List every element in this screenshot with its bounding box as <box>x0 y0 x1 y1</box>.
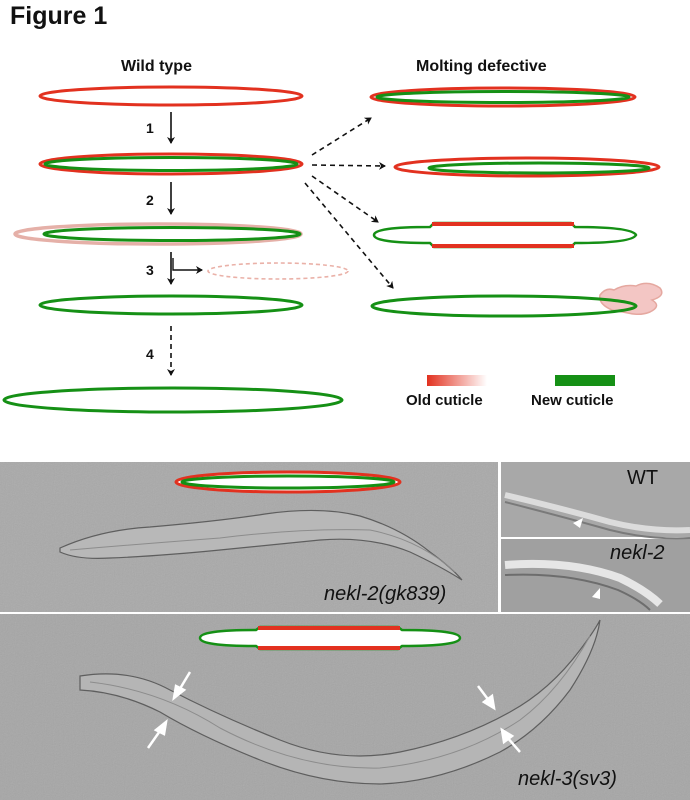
defect-4-shed-remnant <box>599 282 663 316</box>
worm-top-gut <box>69 529 456 573</box>
inset-nekl2-arrowhead <box>592 588 600 599</box>
wt-new-cuticle <box>38 294 304 316</box>
inset-wt-arrowhead <box>573 518 583 528</box>
inset-nekl2-label: nekl-2 <box>610 542 665 564</box>
wt-double-cuticle-inner <box>43 156 299 172</box>
wt-old-cuticle <box>38 85 304 107</box>
micro-top-schematic-new <box>180 474 396 490</box>
defect-3-new <box>372 221 638 249</box>
legend-old-swatch <box>427 375 487 386</box>
inset-nekl2-cuticle <box>504 559 663 607</box>
micrograph-bottom-label: nekl-3(sv3) <box>518 768 617 790</box>
defective-arrows <box>304 117 394 289</box>
worm-top <box>59 509 463 581</box>
molting-defective-heading: Molting defective <box>416 58 547 75</box>
micrograph-top-label: nekl-2(gk839) <box>324 583 447 605</box>
shed-old-cuticle <box>207 262 349 280</box>
legend-new-swatch <box>555 375 615 386</box>
defect-2-old <box>393 156 661 178</box>
worm-bottom-gut <box>89 635 591 769</box>
defect-1-new <box>375 90 631 104</box>
inset-wt-label: WT <box>627 467 659 489</box>
inset-nekl2-edge <box>504 573 651 611</box>
step-4-label: 4 <box>146 346 154 362</box>
inset-wt-edge <box>504 501 690 540</box>
step-2-label: 2 <box>146 192 154 208</box>
defect-1-old <box>369 86 637 108</box>
legend-new-label: New cuticle <box>531 392 614 409</box>
worm-bottom <box>79 619 601 785</box>
figure-title: Figure 1 <box>10 2 108 30</box>
wt-grown-cuticle <box>2 386 344 414</box>
shed-branch-arrow <box>172 258 203 274</box>
defect-4-new <box>370 294 638 318</box>
legend-old-label: Old cuticle <box>406 392 483 409</box>
constriction-arrows <box>146 671 521 753</box>
micro-bottom-schematic-new <box>198 625 462 651</box>
step-3-label: 3 <box>146 262 154 278</box>
wt-shedding-new <box>42 226 302 242</box>
defect-2-new <box>427 161 651 175</box>
wt-double-cuticle-outer <box>38 152 304 176</box>
inset-wt-cuticle <box>504 492 690 534</box>
wild-type-heading: Wild type <box>121 58 192 75</box>
step-1-label: 1 <box>146 120 154 136</box>
